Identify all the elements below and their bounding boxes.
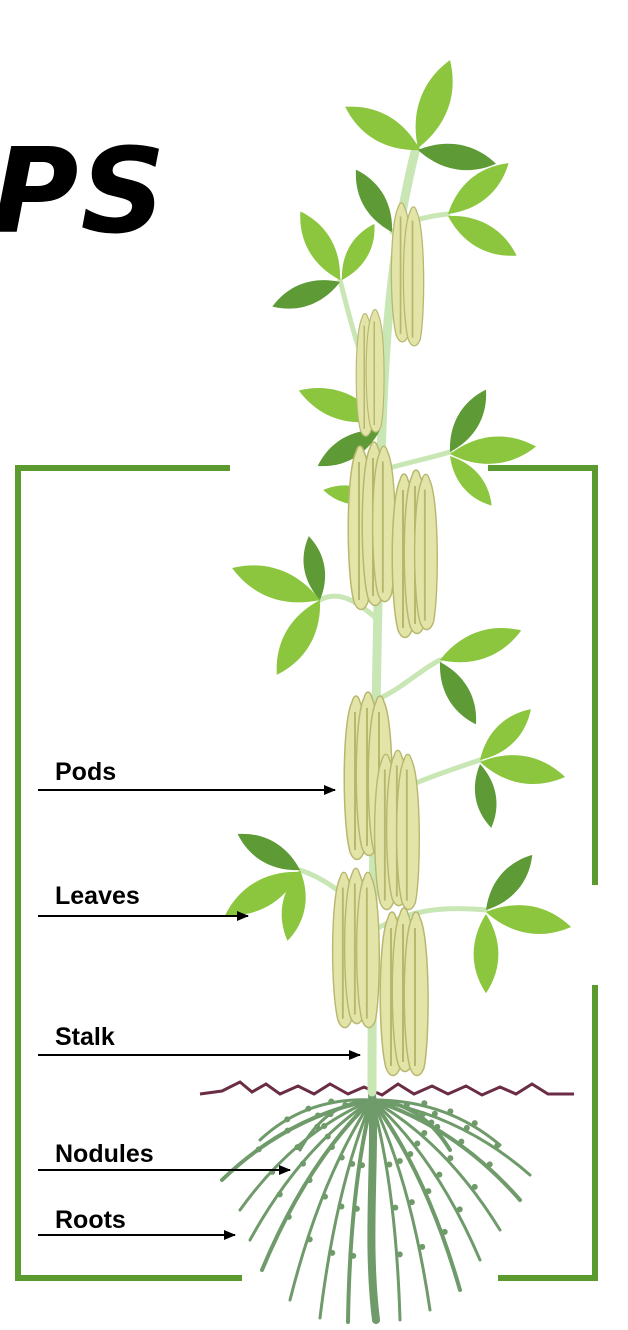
root-nodule: [329, 1144, 335, 1150]
root-nodule: [421, 1100, 427, 1106]
root-nodule: [432, 1111, 438, 1117]
root-nodule: [339, 1155, 345, 1161]
label-pods: Pods: [38, 758, 335, 790]
label-nodules-text: Nodules: [55, 1140, 154, 1168]
label-leaves-text: Leaves: [55, 882, 140, 910]
root-nodule: [419, 1244, 425, 1250]
root-nodule: [285, 1128, 291, 1134]
root-nodule: [457, 1206, 463, 1212]
root-nodule: [436, 1172, 442, 1178]
root-nodule: [434, 1124, 440, 1130]
leaf-15: [265, 593, 332, 681]
pod-4: [366, 310, 384, 433]
label-leaves: Leaves: [38, 882, 248, 916]
root-nodule: [425, 1188, 431, 1194]
root-nodule: [487, 1161, 493, 1167]
leaf-18: [430, 656, 486, 730]
root-nodule: [314, 1124, 320, 1130]
root-nodule: [328, 1099, 334, 1105]
root-nodule: [338, 1204, 344, 1210]
label-pods-text: Pods: [55, 758, 116, 786]
label-stalk-text: Stalk: [55, 1023, 115, 1051]
root-nodule: [359, 1162, 365, 1168]
root-nodule: [342, 1102, 348, 1108]
root-nodule: [321, 1123, 327, 1129]
pod-2: [403, 207, 423, 346]
root-nodule: [325, 1134, 331, 1140]
root-nodule: [327, 1111, 333, 1117]
root-nodule: [392, 1205, 398, 1211]
root-nodule: [349, 1161, 355, 1167]
root-nodule: [307, 1177, 313, 1183]
root-nodule: [350, 1253, 356, 1259]
root-nodule: [472, 1120, 478, 1126]
root-nodule: [464, 1125, 470, 1131]
root-nodule: [305, 1106, 311, 1112]
leaf-8: [333, 219, 383, 285]
root-nodule: [447, 1155, 453, 1161]
root-nodule: [277, 1191, 283, 1197]
root-nodule: [420, 1111, 426, 1117]
leaf-1: [404, 55, 464, 153]
pod-16: [397, 754, 420, 909]
root-nodule: [472, 1184, 478, 1190]
root-nodule: [354, 1206, 360, 1212]
root-nodule: [315, 1113, 321, 1119]
root-nodule: [407, 1151, 413, 1157]
root-nodule: [397, 1251, 403, 1257]
root-nodule: [397, 1158, 403, 1164]
root-nodule: [409, 1199, 415, 1205]
pod-10: [415, 474, 438, 629]
root-nodule: [458, 1139, 464, 1145]
root-nodule: [307, 1236, 313, 1242]
root-nodule: [414, 1141, 420, 1147]
soil-line: [200, 1082, 574, 1095]
leaf-22: [232, 824, 306, 880]
roots-system: [222, 1094, 530, 1322]
label-roots: Roots: [38, 1206, 235, 1235]
root-nodule: [329, 1250, 335, 1256]
root-nodule: [284, 1116, 290, 1122]
title-fragment: PS: [0, 122, 167, 260]
leaf-6: [290, 205, 351, 286]
leaf-7: [268, 271, 343, 317]
leaf-27: [474, 914, 499, 993]
pod-22: [404, 912, 428, 1076]
root-nodule: [442, 1229, 448, 1235]
root-nodule: [256, 1146, 262, 1152]
leaf-5: [442, 205, 523, 266]
leaf-17: [435, 618, 525, 673]
root-nodule: [286, 1214, 292, 1220]
root-nodule: [386, 1162, 392, 1168]
taproot: [371, 1094, 376, 1320]
root-nodule: [447, 1108, 453, 1114]
root-nodule: [300, 1161, 306, 1167]
pod-19: [357, 872, 380, 1027]
root-nodule: [421, 1130, 427, 1136]
label-roots-text: Roots: [55, 1206, 126, 1234]
label-stalk: Stalk: [38, 1023, 360, 1055]
root-nodule: [322, 1194, 328, 1200]
